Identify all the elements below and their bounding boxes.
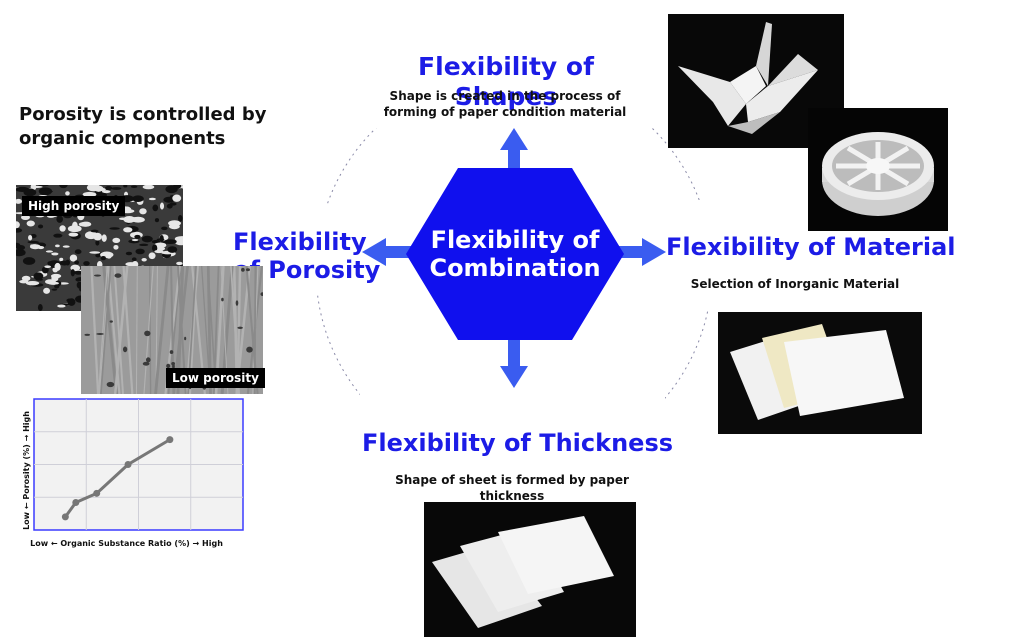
arrow-left bbox=[362, 238, 420, 266]
high-porosity-tag: High porosity bbox=[22, 196, 126, 216]
thickness-desc: Shape of sheet is formed by paper thickn… bbox=[395, 473, 629, 503]
chart-xlabel: Low ← Organic Substance Ratio (%) → High bbox=[30, 539, 223, 548]
chart-point bbox=[61, 513, 69, 521]
porosity-heading-line2: organic components bbox=[19, 128, 226, 149]
arrow-up bbox=[500, 128, 528, 178]
thickness-title: Flexibility of Thickness bbox=[362, 429, 674, 457]
center-label-line2: Combination bbox=[429, 254, 601, 282]
center-label-line1: Flexibility of bbox=[430, 226, 600, 254]
thickness-label-bg bbox=[360, 392, 665, 500]
porosity-title: Flexibility of Porosity bbox=[233, 228, 380, 284]
material-desc: Selection of Inorganic Material bbox=[690, 277, 900, 291]
chart-point bbox=[166, 436, 174, 444]
porosity-heading-line1: Porosity is controlled by bbox=[19, 104, 267, 125]
shapes-title: Flexibility of Shapes bbox=[418, 52, 594, 111]
porosity-heading: Porosity is controlled by organic compon… bbox=[19, 103, 266, 151]
chart-point bbox=[72, 498, 80, 506]
arrow-right bbox=[606, 238, 666, 266]
material-title: Flexibility of Material bbox=[666, 233, 956, 261]
chart-point bbox=[93, 489, 101, 497]
arrow-down bbox=[500, 338, 528, 388]
ceramic-wheel-photo bbox=[808, 108, 948, 231]
material-sheets-photo bbox=[718, 312, 922, 434]
chart-ylabel: Low ← Porosity (%) → High bbox=[22, 411, 31, 530]
center-label: Flexibility of Combination bbox=[406, 226, 624, 282]
porosity-chart: Low ← Organic Substance Ratio (%) → High… bbox=[22, 398, 244, 548]
thickness-sheets-photo bbox=[424, 502, 636, 637]
low-porosity-tag: Low porosity bbox=[166, 368, 265, 388]
shapes-label-bg bbox=[355, 50, 657, 128]
porosity-title-line1: Flexibility bbox=[233, 228, 367, 256]
chart-point bbox=[124, 461, 132, 468]
center-hexagon bbox=[406, 168, 624, 340]
shapes-desc-line2: forming of paper condition material bbox=[383, 105, 627, 119]
shapes-desc: Shape is created in the process of formi… bbox=[360, 88, 650, 120]
shapes-desc-line1: Shape is created in the process of bbox=[389, 89, 621, 103]
